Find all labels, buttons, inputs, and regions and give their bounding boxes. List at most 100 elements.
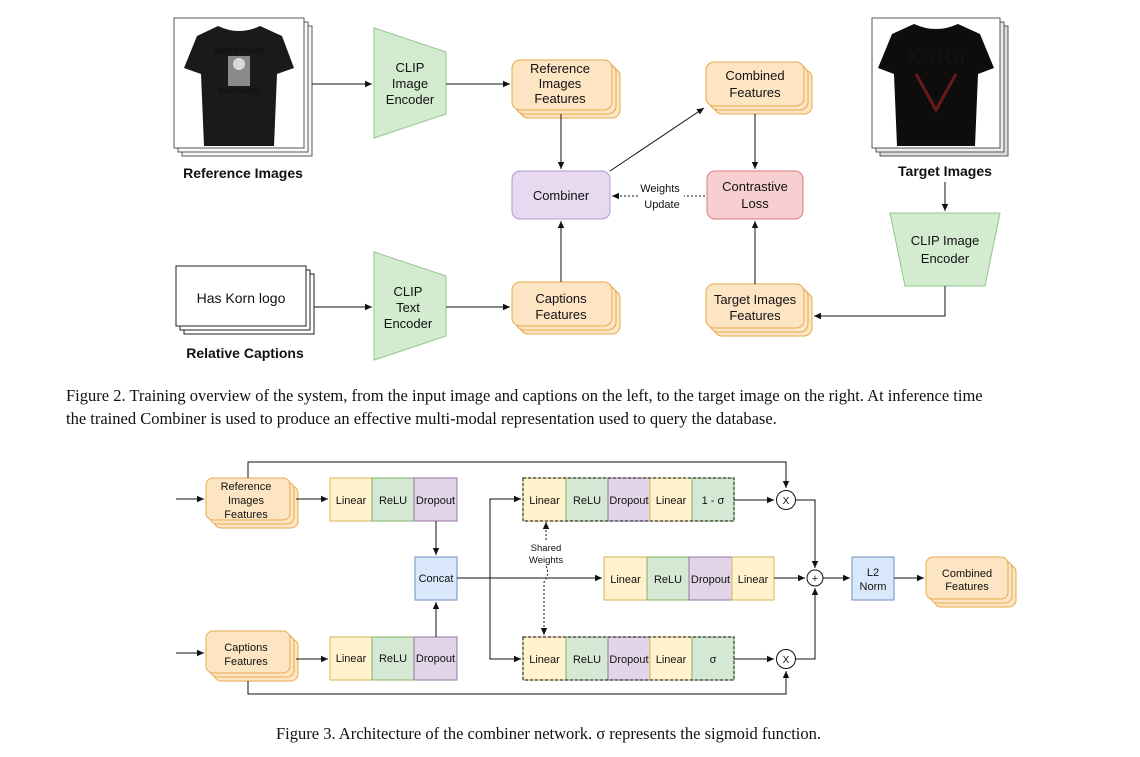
captions-features-line-1: Captions xyxy=(535,291,587,306)
f3-bottom-linear: Linear xyxy=(336,653,367,665)
f3-l2-norm-box: L2 Norm xyxy=(851,556,895,601)
f3-captions-features-stack: Captions Features xyxy=(205,630,299,682)
clip-text-encoder-line-3: Encoder xyxy=(384,316,433,331)
f3-combined-line-1: Combined xyxy=(942,568,992,580)
f3-captions-features-line-1: Captions xyxy=(224,642,268,654)
clip-text-encoder-line-2: Text xyxy=(396,300,420,315)
f3-arrow-mult-top-to-add xyxy=(796,499,819,568)
f3-lower-relu: ReLU xyxy=(573,654,601,666)
f3-lower-dropout: Dropout xyxy=(609,654,648,666)
clip-text-encoder-line-1: CLIP xyxy=(394,284,423,299)
figure-3-diagram: Reference Images Features Captions Featu… xyxy=(176,461,1017,695)
caption-example-text: Has Korn logo xyxy=(197,290,286,306)
f3-upper-linear-2: Linear xyxy=(656,495,687,507)
arrow-target-encoder-to-features xyxy=(814,286,946,320)
f3-combined-line-2: Features xyxy=(945,581,989,593)
target-tshirt-image: KoRn xyxy=(878,24,994,146)
ref-shirt-text-1: WORK HARD xyxy=(214,47,265,56)
target-shirt-text: KoRn xyxy=(907,44,966,69)
f3-middle-dropout: Dropout xyxy=(691,574,730,586)
f3-ref-features-line-2: Images xyxy=(228,495,265,507)
clip-image-encoder-line-1: CLIP xyxy=(396,60,425,75)
f3-top-dropout: Dropout xyxy=(416,495,455,507)
relative-caption-stack: Has Korn logo xyxy=(175,265,315,335)
f3-top-linear: Linear xyxy=(336,495,367,507)
figure-3-arrows xyxy=(176,461,924,695)
target-images-label: Target Images xyxy=(898,163,992,179)
f3-l2-line-1: L2 xyxy=(867,567,879,579)
clip-image-encoder-reference: CLIP Image Encoder xyxy=(373,27,447,139)
clip-image-encoder-line-3: Encoder xyxy=(386,92,435,107)
figure-2-diagram: WORK HARD NAP HARD Reference Images Has … xyxy=(173,17,1009,361)
ref-features-line-3: Features xyxy=(534,91,586,106)
f3-upper-linear-1: Linear xyxy=(529,495,560,507)
reference-images-label: Reference Images xyxy=(183,165,303,181)
f3-upper-relu: ReLU xyxy=(573,495,601,507)
target-features-line-2: Features xyxy=(729,308,781,323)
clip-image-encoder-target: CLIP Image Encoder xyxy=(889,212,1001,287)
clip-image-encoder-target-line-2: Encoder xyxy=(921,251,970,266)
f3-skip-ref xyxy=(247,461,790,488)
f3-lower-branch: Linear ReLU Dropout Linear σ xyxy=(522,636,735,681)
target-images-stack: KoRn xyxy=(871,17,1009,157)
f3-arrow-mult-bottom-to-add xyxy=(796,588,819,660)
clip-image-encoder-target-line-1: CLIP Image xyxy=(911,233,979,248)
combiner-label: Combiner xyxy=(533,188,590,203)
f3-lower-linear-2: Linear xyxy=(656,654,687,666)
f3-shared-weights-line-2: Weights xyxy=(529,555,563,566)
captions-features-line-2: Features xyxy=(535,307,587,322)
clip-text-encoder: CLIP Text Encoder xyxy=(373,251,447,361)
figure-3-caption: Figure 3. Architecture of the combiner n… xyxy=(276,724,821,743)
f3-l2-line-2: Norm xyxy=(860,581,887,593)
reference-features-stack: Reference Images Features xyxy=(511,59,621,119)
f3-lower-linear-1: Linear xyxy=(529,654,560,666)
combined-features-line-2: Features xyxy=(729,85,781,100)
f3-lower-sigma: σ xyxy=(710,654,717,666)
combined-features-stack: Combined Features xyxy=(705,61,813,115)
f3-upper-branch: Linear ReLU Dropout Linear 1 - σ xyxy=(522,477,735,522)
f3-skip-captions xyxy=(247,671,790,695)
f3-concat-label: Concat xyxy=(419,573,454,585)
contrastive-loss-line-2: Loss xyxy=(741,196,769,211)
f3-top-chain: Linear ReLU Dropout xyxy=(329,477,458,522)
target-features-stack: Target Images Features xyxy=(705,283,813,337)
f3-add-node: + xyxy=(806,569,824,587)
f3-multiply-top: X xyxy=(776,490,796,510)
figure-2-caption-line-2: the trained Combiner is used to produce … xyxy=(66,409,777,428)
f3-reference-features-stack: Reference Images Features xyxy=(205,477,299,529)
f3-multiply-top-symbol: X xyxy=(783,496,790,507)
f3-bottom-chain: Linear ReLU Dropout xyxy=(329,636,458,681)
f3-multiply-bottom: X xyxy=(776,649,796,669)
f3-concat-box: Concat xyxy=(414,556,458,601)
figure-2-caption-line-1: Figure 2. Training overview of the syste… xyxy=(66,386,983,405)
ref-shirt-text-2: NAP HARD xyxy=(218,87,260,96)
f3-middle-linear-1: Linear xyxy=(610,574,641,586)
f3-ref-features-line-3: Features xyxy=(224,509,268,521)
combined-features-line-1: Combined xyxy=(725,68,784,83)
weights-update-line-2: Update xyxy=(644,199,679,211)
f3-add-symbol: + xyxy=(812,573,818,585)
arrow-combiner-to-combined-features xyxy=(609,107,705,172)
reference-images-stack: WORK HARD NAP HARD xyxy=(173,17,313,157)
f3-upper-dropout: Dropout xyxy=(609,495,648,507)
f3-multiply-bottom-symbol: X xyxy=(783,655,790,666)
contrastive-loss-line-1: Contrastive xyxy=(722,179,788,194)
combiner-box: Combiner xyxy=(511,170,611,220)
f3-shared-weights-line-1: Shared xyxy=(531,543,562,554)
f3-combined-features-stack: Combined Features xyxy=(925,556,1017,608)
f3-bottom-dropout: Dropout xyxy=(416,653,455,665)
f3-bottom-relu: ReLU xyxy=(379,653,407,665)
reference-tshirt-image: WORK HARD NAP HARD xyxy=(184,26,294,146)
f3-arrow-concat-to-lower xyxy=(489,578,521,663)
target-features-line-1: Target Images xyxy=(714,292,797,307)
contrastive-loss-box: Contrastive Loss xyxy=(706,170,804,220)
figure-2-caption: Figure 2. Training overview of the syste… xyxy=(66,384,1130,430)
weights-update-line-1: Weights xyxy=(640,183,680,195)
f3-middle-branch: Linear ReLU Dropout Linear xyxy=(603,556,775,601)
clip-image-encoder-line-2: Image xyxy=(392,76,428,91)
ref-features-line-1: Reference xyxy=(530,61,590,76)
f3-arrow-concat-to-upper xyxy=(489,495,521,578)
ref-features-line-2: Images xyxy=(539,76,582,91)
captions-features-stack: Captions Features xyxy=(511,281,621,335)
